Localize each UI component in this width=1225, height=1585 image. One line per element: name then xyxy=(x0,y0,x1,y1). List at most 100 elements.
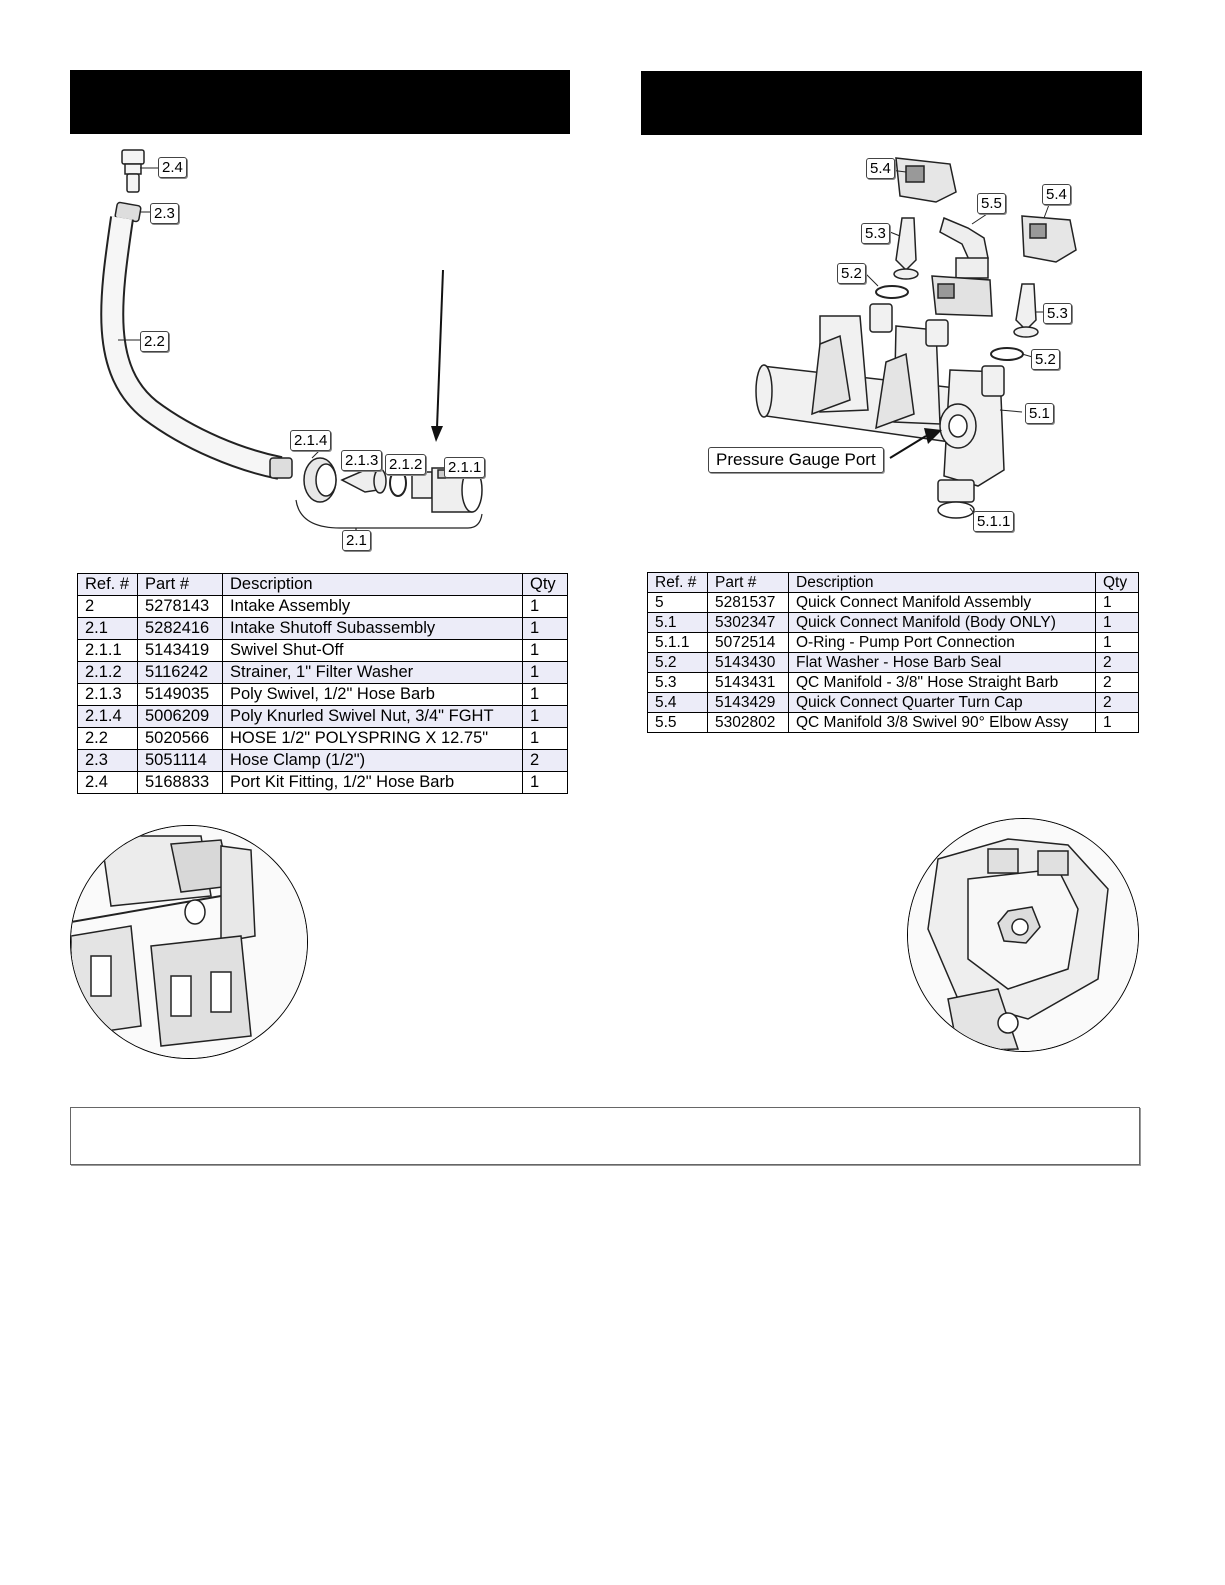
cell-description: Swivel Shut-Off xyxy=(222,639,523,662)
cell-description: Quick Connect Manifold Assembly xyxy=(788,592,1096,613)
pressure-gauge-port-label: Pressure Gauge Port xyxy=(708,447,884,473)
cell-ref: 2.1.4 xyxy=(77,705,138,728)
hose-barb-drawing xyxy=(893,217,919,280)
cell-part: 5143431 xyxy=(707,672,789,693)
cell-part: 5006209 xyxy=(137,705,223,728)
cell-description: O-Ring - Pump Port Connection xyxy=(788,632,1096,653)
cell-description: Poly Swivel, 1/2" Hose Barb xyxy=(222,683,523,706)
cell-part: 5116242 xyxy=(137,661,223,684)
cell-description: Strainer, 1" Filter Washer xyxy=(222,661,523,684)
header-description: Description xyxy=(788,572,1096,593)
cell-description: QC Manifold 3/8 Swivel 90° Elbow Assy xyxy=(788,712,1096,733)
cell-part: 5149035 xyxy=(137,683,223,706)
cell-ref: 2.3 xyxy=(77,749,138,772)
header-qty: Qty xyxy=(1095,572,1139,593)
cell-part: 5072514 xyxy=(707,632,789,653)
cell-part: 5281537 xyxy=(707,592,789,613)
cell-part: 5302347 xyxy=(707,612,789,633)
callout-2-1-3: 2.1.3 xyxy=(341,450,383,471)
callout-2-3: 2.3 xyxy=(150,203,179,224)
flat-washer-drawing-2 xyxy=(990,347,1024,361)
cell-part: 5143419 xyxy=(137,639,223,662)
cell-description: Poly Knurled Swivel Nut, 3/4" FGHT xyxy=(222,705,523,728)
cell-qty: 1 xyxy=(522,705,568,728)
cell-ref: 2.1 xyxy=(77,617,138,640)
cell-qty: 1 xyxy=(522,639,568,662)
cell-ref: 2.1.1 xyxy=(77,639,138,662)
cell-ref: 5.1.1 xyxy=(647,632,708,653)
cell-qty: 1 xyxy=(522,683,568,706)
note-box xyxy=(70,1107,1140,1165)
cell-description: Quick Connect Manifold (Body ONLY) xyxy=(788,612,1096,633)
table-header-row: Ref. # Part # Description Qty xyxy=(647,572,1139,593)
cell-ref: 5 xyxy=(647,592,708,613)
cell-ref: 2.2 xyxy=(77,727,138,750)
cell-qty: 1 xyxy=(522,727,568,750)
manifold-assembly-diagram xyxy=(700,140,1140,540)
cell-description: Intake Assembly xyxy=(222,595,523,618)
cell-ref: 5.4 xyxy=(647,692,708,713)
cell-qty: 1 xyxy=(522,595,568,618)
callout-5-3: 5.3 xyxy=(861,223,890,244)
cell-ref: 5.3 xyxy=(647,672,708,693)
cell-description: Quick Connect Quarter Turn Cap xyxy=(788,692,1096,713)
cell-ref: 5.5 xyxy=(647,712,708,733)
cell-ref: 2 xyxy=(77,595,138,618)
cell-qty: 1 xyxy=(1095,612,1139,633)
table-header-row: Ref. # Part # Description Qty xyxy=(77,573,568,596)
quarter-turn-cap-drawing xyxy=(895,157,957,203)
callout-2-4: 2.4 xyxy=(158,157,187,178)
callout-2-1-4: 2.1.4 xyxy=(290,430,332,451)
cell-qty: 1 xyxy=(1095,592,1139,613)
quarter-turn-cap-drawing-2 xyxy=(1021,215,1077,263)
header-ref: Ref. # xyxy=(77,573,138,596)
cell-part: 5143429 xyxy=(707,692,789,713)
callout-2-2: 2.2 xyxy=(140,331,169,352)
hose-barb-drawing-2 xyxy=(1013,283,1039,338)
callout-2-1: 2.1 xyxy=(342,530,371,551)
poly-swivel-drawing xyxy=(340,468,387,494)
cell-part: 5168833 xyxy=(137,771,223,794)
cell-ref: 2.1.2 xyxy=(77,661,138,684)
cell-part: 5302802 xyxy=(707,712,789,733)
callout-5-4-b: 5.4 xyxy=(1042,184,1071,205)
pointer-arrowhead xyxy=(431,426,443,442)
flat-washer-drawing xyxy=(875,285,909,299)
cell-part: 5020566 xyxy=(137,727,223,750)
swivel-elbow-drawing xyxy=(931,216,993,317)
cell-description: Port Kit Fitting, 1/2" Hose Barb xyxy=(222,771,523,794)
cell-ref: 2.4 xyxy=(77,771,138,794)
cell-description: Flat Washer - Hose Barb Seal xyxy=(788,652,1096,673)
callout-5-1-1: 5.1.1 xyxy=(973,511,1015,532)
cell-qty: 1 xyxy=(522,661,568,684)
header-qty: Qty xyxy=(522,573,568,596)
callout-2-1-1: 2.1.1 xyxy=(444,457,486,478)
cell-part: 5051114 xyxy=(137,749,223,772)
header-description: Description xyxy=(222,573,523,596)
cell-ref: 5.2 xyxy=(647,652,708,673)
header-part: Part # xyxy=(707,572,789,593)
left-section-header xyxy=(70,70,570,134)
cell-qty: 1 xyxy=(522,771,568,794)
cap-port-detail-image xyxy=(907,818,1139,1052)
callout-5-2-b: 5.2 xyxy=(1031,349,1060,370)
port-kit-fitting-drawing xyxy=(121,149,145,193)
cell-qty: 2 xyxy=(522,749,568,772)
knurled-swivel-nut-drawing xyxy=(303,457,337,503)
callout-5-1: 5.1 xyxy=(1025,403,1054,424)
callout-5-2: 5.2 xyxy=(837,263,866,284)
